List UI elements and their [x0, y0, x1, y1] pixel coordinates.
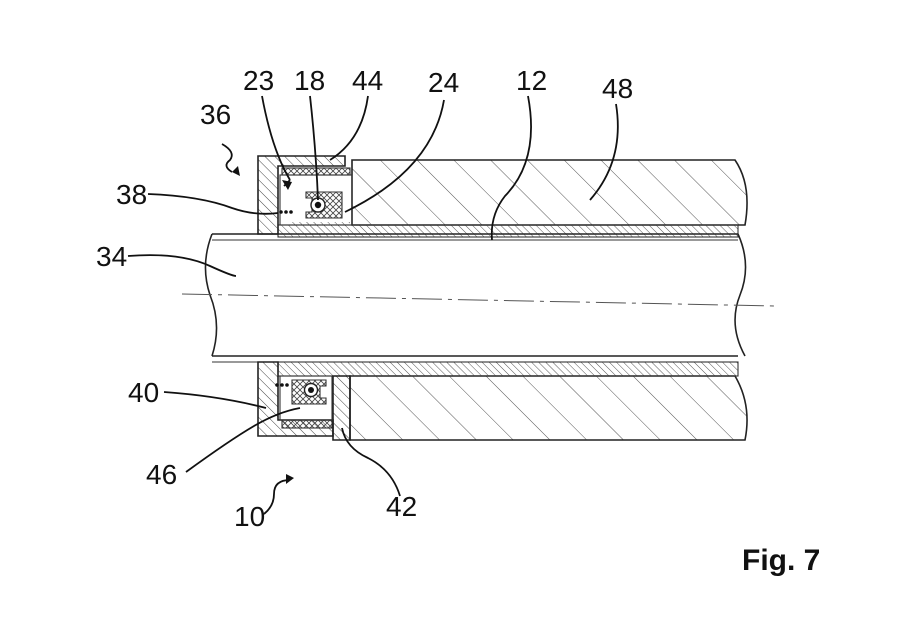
ref-46: 46 [146, 459, 177, 490]
seal-element-upper [305, 191, 343, 219]
ref-48: 48 [602, 73, 633, 104]
ref-34: 34 [96, 241, 127, 272]
housing-lower [349, 375, 748, 441]
ref-36: 36 [200, 99, 231, 130]
housing-upper [351, 159, 748, 226]
ref-42: 42 [386, 491, 417, 522]
reference-numerals: 23 18 44 24 12 48 36 38 34 40 46 42 10 [96, 65, 633, 532]
ref-23: 23 [243, 65, 274, 96]
ref-24: 24 [428, 67, 459, 98]
shaft [181, 233, 776, 363]
figure-caption: Fig. 7 [742, 544, 820, 577]
leader-lines [127, 95, 619, 515]
ref-10: 10 [234, 501, 265, 532]
pressure-dots-lower [275, 383, 289, 387]
seal-cap-lower [257, 361, 351, 441]
ref-12: 12 [516, 65, 547, 96]
ref-38: 38 [116, 179, 147, 210]
seal-cap-upper [257, 155, 353, 235]
ref-44: 44 [352, 65, 383, 96]
sleeve-lower [277, 361, 739, 377]
ref-18: 18 [294, 65, 325, 96]
pressure-dots-upper [279, 210, 293, 214]
seal-element-lower [291, 379, 327, 405]
center-axis [181, 293, 776, 307]
sleeve-upper [277, 224, 739, 238]
ref-40: 40 [128, 377, 159, 408]
